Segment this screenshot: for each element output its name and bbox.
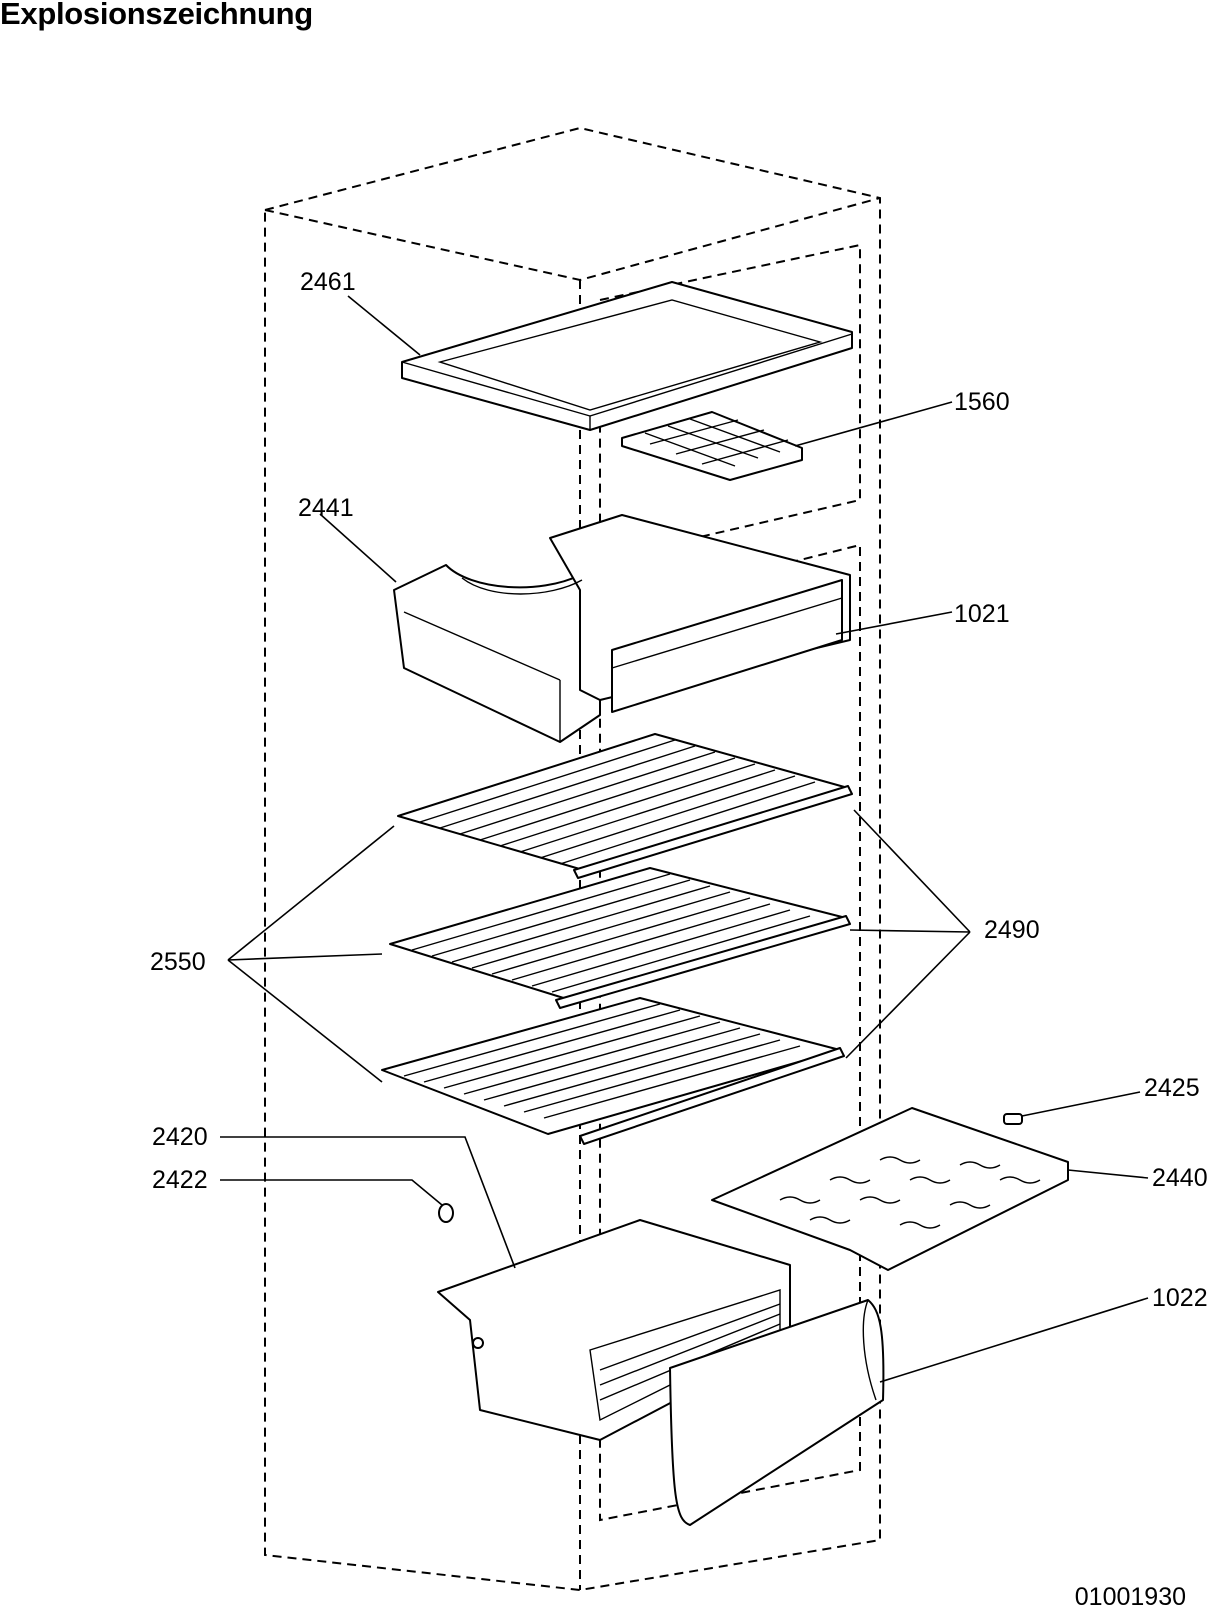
part-2425-clip: [1003, 1113, 1023, 1125]
part-2550-wire-shelf-top: [397, 733, 853, 879]
label-2420: 2420: [152, 1123, 208, 1151]
label-1560: 1560: [954, 388, 1010, 416]
part-1022-drawer-front: [669, 1299, 885, 1526]
part-labels: 2461 1560 2441 1021 2550 2490 2425 2420 …: [150, 268, 1208, 1312]
part-1560-ice-tray: [621, 411, 803, 481]
document-number: 01001930: [1074, 1583, 1186, 1611]
label-1021: 1021: [954, 600, 1010, 628]
leader-lines: [220, 295, 1149, 1383]
part-2422-knob: [438, 1203, 454, 1223]
part-2550-wire-shelf-bottom: [381, 997, 845, 1145]
cabinet-outline: [264, 126, 881, 1592]
label-2490: 2490: [984, 916, 1040, 944]
part-1021-flap: [611, 579, 843, 713]
label-2441: 2441: [298, 494, 354, 522]
label-2550: 2550: [150, 948, 206, 976]
part-2461-glass-shelf: [401, 281, 853, 431]
part-2550-wire-shelf-middle: [389, 867, 851, 1009]
label-2425: 2425: [1144, 1074, 1200, 1102]
page-title: Explosionszeichnung: [0, 0, 313, 31]
label-2440: 2440: [1152, 1164, 1208, 1192]
part-2440-tray-cover: [711, 1107, 1069, 1271]
label-2461: 2461: [300, 268, 356, 296]
label-2422: 2422: [152, 1166, 208, 1194]
label-1022: 1022: [1152, 1284, 1208, 1312]
